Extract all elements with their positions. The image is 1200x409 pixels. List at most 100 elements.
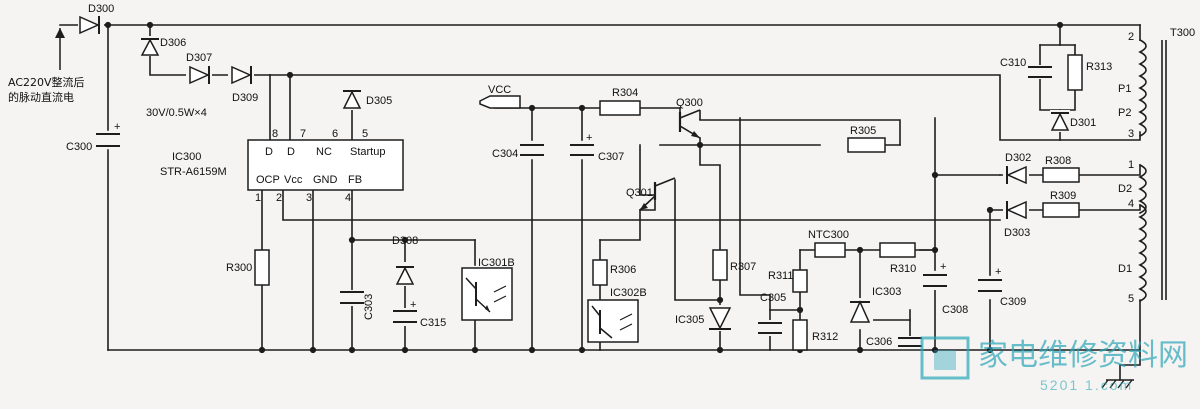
label-d308: D308 [392,235,418,247]
label-r311: R311 [768,270,793,282]
label-d301: D301 [1070,117,1096,129]
label-ic300: IC300 [172,151,201,163]
label-c310: C310 [1000,57,1026,69]
resistor-r307 [712,249,728,281]
watermark-text: 家电维修资料网 [978,338,1188,373]
ic-pin2: 2 [276,192,282,204]
label-t300: T300 [1170,27,1195,39]
label-r307: R307 [730,261,756,273]
ic-pin5: 5 [362,128,368,140]
label-c308: C308 [942,304,968,316]
capacitor-c307: + [570,132,594,158]
label-r300: R300 [226,262,252,274]
label-d307: D307 [186,52,212,64]
optocoupler-ic302b [587,299,639,343]
label-ic300-part: STR-A6159M [160,166,227,178]
label-c315: C315 [420,317,446,329]
diode-spec-label: 30V/0.5W×4 [146,107,207,119]
label-r312: R312 [812,331,838,343]
label-ic305: IC305 [675,314,704,326]
t300-pin2: 2 [1128,31,1134,43]
diode-d306 [140,36,160,56]
capacitor-c304 [520,142,544,158]
label-c307: C307 [598,151,624,163]
svg-text:+: + [114,121,120,133]
svg-text:+: + [410,299,416,311]
transistor-q301 [639,177,676,211]
label-c305: C305 [760,292,786,304]
diode-d302 [1003,165,1029,185]
label-r305: R305 [850,125,876,137]
resistor-r310 [879,242,916,258]
diode-d301 [1050,110,1070,132]
capacitor-c303 [340,290,364,306]
label-d306: D306 [160,37,186,49]
label-p1: P1 [1118,83,1131,95]
transformer-t300 [1138,38,1167,303]
ic-pin8: 8 [272,128,278,140]
resistor-r305 [847,137,886,153]
label-q300: Q300 [676,97,703,109]
svg-text:+: + [940,261,946,273]
diode-d307 [186,65,212,85]
ic-label-vcc: Vcc [284,174,303,186]
resistor-r304 [599,100,641,116]
optocoupler-ic301b [461,267,513,321]
label-c304: C304 [492,148,518,160]
svg-text:+: + [586,132,592,144]
watermark-url: 5201 1.com [1040,377,1133,393]
t300-pin4: 4 [1128,198,1134,210]
resistor-r309 [1042,202,1080,218]
label-r306: R306 [610,264,636,276]
label-vcc: VCC [488,84,511,96]
label-r308: R308 [1045,155,1071,167]
label-ic301b: IC301B [478,257,515,269]
capacitor-c309: + [978,266,1002,295]
label-q301: Q301 [626,187,653,199]
ground-icon [1101,379,1134,389]
ic-pin4: 4 [345,192,351,204]
junction-dots [104,21,1064,354]
input-arrow-icon [55,28,65,70]
label-d302: D302 [1005,152,1031,164]
diode-d300 [78,15,104,35]
resistor-r306 [592,259,608,286]
label-c303: C303 [363,294,375,320]
resistor-r313 [1067,54,1083,91]
ic-label-gnd: GND [313,174,338,186]
diode-d303 [1003,200,1029,220]
label-r304: R304 [612,87,638,99]
label-d1: D1 [1118,263,1132,275]
ic-pin1: 1 [255,192,261,204]
thermistor-ntc300 [814,242,846,258]
label-ic303: IC303 [872,286,901,298]
label-ic302b: IC302B [610,287,647,299]
t300-pin1: 1 [1128,159,1134,171]
ic-label-startup: Startup [350,146,385,158]
label-d303: D303 [1004,227,1030,239]
ic-pin3: 3 [306,192,312,204]
t300-pin3: 3 [1128,128,1134,140]
resistor-r308 [1042,167,1080,183]
capacitor-c308: + [923,261,947,290]
watermark-logo [920,336,970,380]
diode-d305 [342,86,362,110]
ic-pin7: 7 [300,128,306,140]
input-label-line2: 的脉动直流电 [8,90,74,104]
regulator-ic303 [849,298,873,324]
ic-label-d1: D [265,146,273,158]
label-c306: C306 [866,336,892,348]
input-label-line1: AC220V整流后 [8,75,85,89]
ic-label-fb: FB [348,174,362,186]
diode-d308 [395,262,415,286]
resistor-r311 [792,269,808,293]
svg-text:+: + [995,266,1001,278]
label-r313: R313 [1086,61,1112,73]
transistor-q300 [678,109,701,139]
ic300-chip: 8 7 6 5 D D NC Startup OCP Vcc GND FB 1 … [247,128,404,204]
label-d305: D305 [366,95,392,107]
t300-pin5: 5 [1128,293,1134,305]
capacitor-c315: + [393,299,417,326]
